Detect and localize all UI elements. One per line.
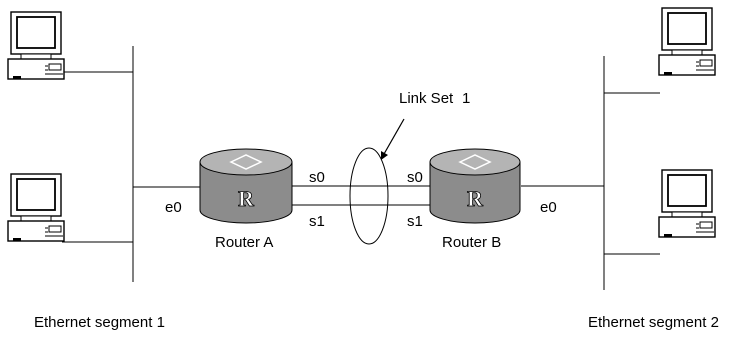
pc-icon	[658, 169, 716, 238]
link-set-ellipse	[349, 147, 389, 245]
pc-icon	[7, 173, 65, 242]
router-a-s0-label: s0	[309, 169, 325, 186]
router-a-e0-label: e0	[165, 199, 182, 216]
router-b-icon: R	[429, 148, 521, 224]
pc-icon	[658, 7, 716, 76]
pc-icon	[7, 11, 65, 80]
router-b-s1-label: s1	[407, 213, 423, 230]
ethernet-segment-2	[603, 7, 716, 290]
router-a-s1-label: s1	[309, 213, 325, 230]
link-set-label: Link Set	[399, 90, 454, 107]
link-set-number: 1	[462, 90, 471, 107]
router-b-letter: R	[467, 186, 484, 211]
link-set-pointer-arrow	[381, 118, 405, 160]
router-b-s0-label: s0	[407, 169, 423, 186]
router-a-letter: R	[238, 186, 255, 211]
router-b-label: Router B	[442, 234, 502, 251]
ethernet-segment-1	[7, 11, 134, 282]
router-a-label: Router A	[215, 234, 274, 251]
router-a-icon: R	[199, 148, 293, 224]
router-b-e0-label: e0	[540, 199, 557, 216]
ethernet-segment-2-label: Ethernet segment 2	[588, 314, 719, 331]
ethernet-segment-1-label: Ethernet segment 1	[34, 314, 165, 331]
